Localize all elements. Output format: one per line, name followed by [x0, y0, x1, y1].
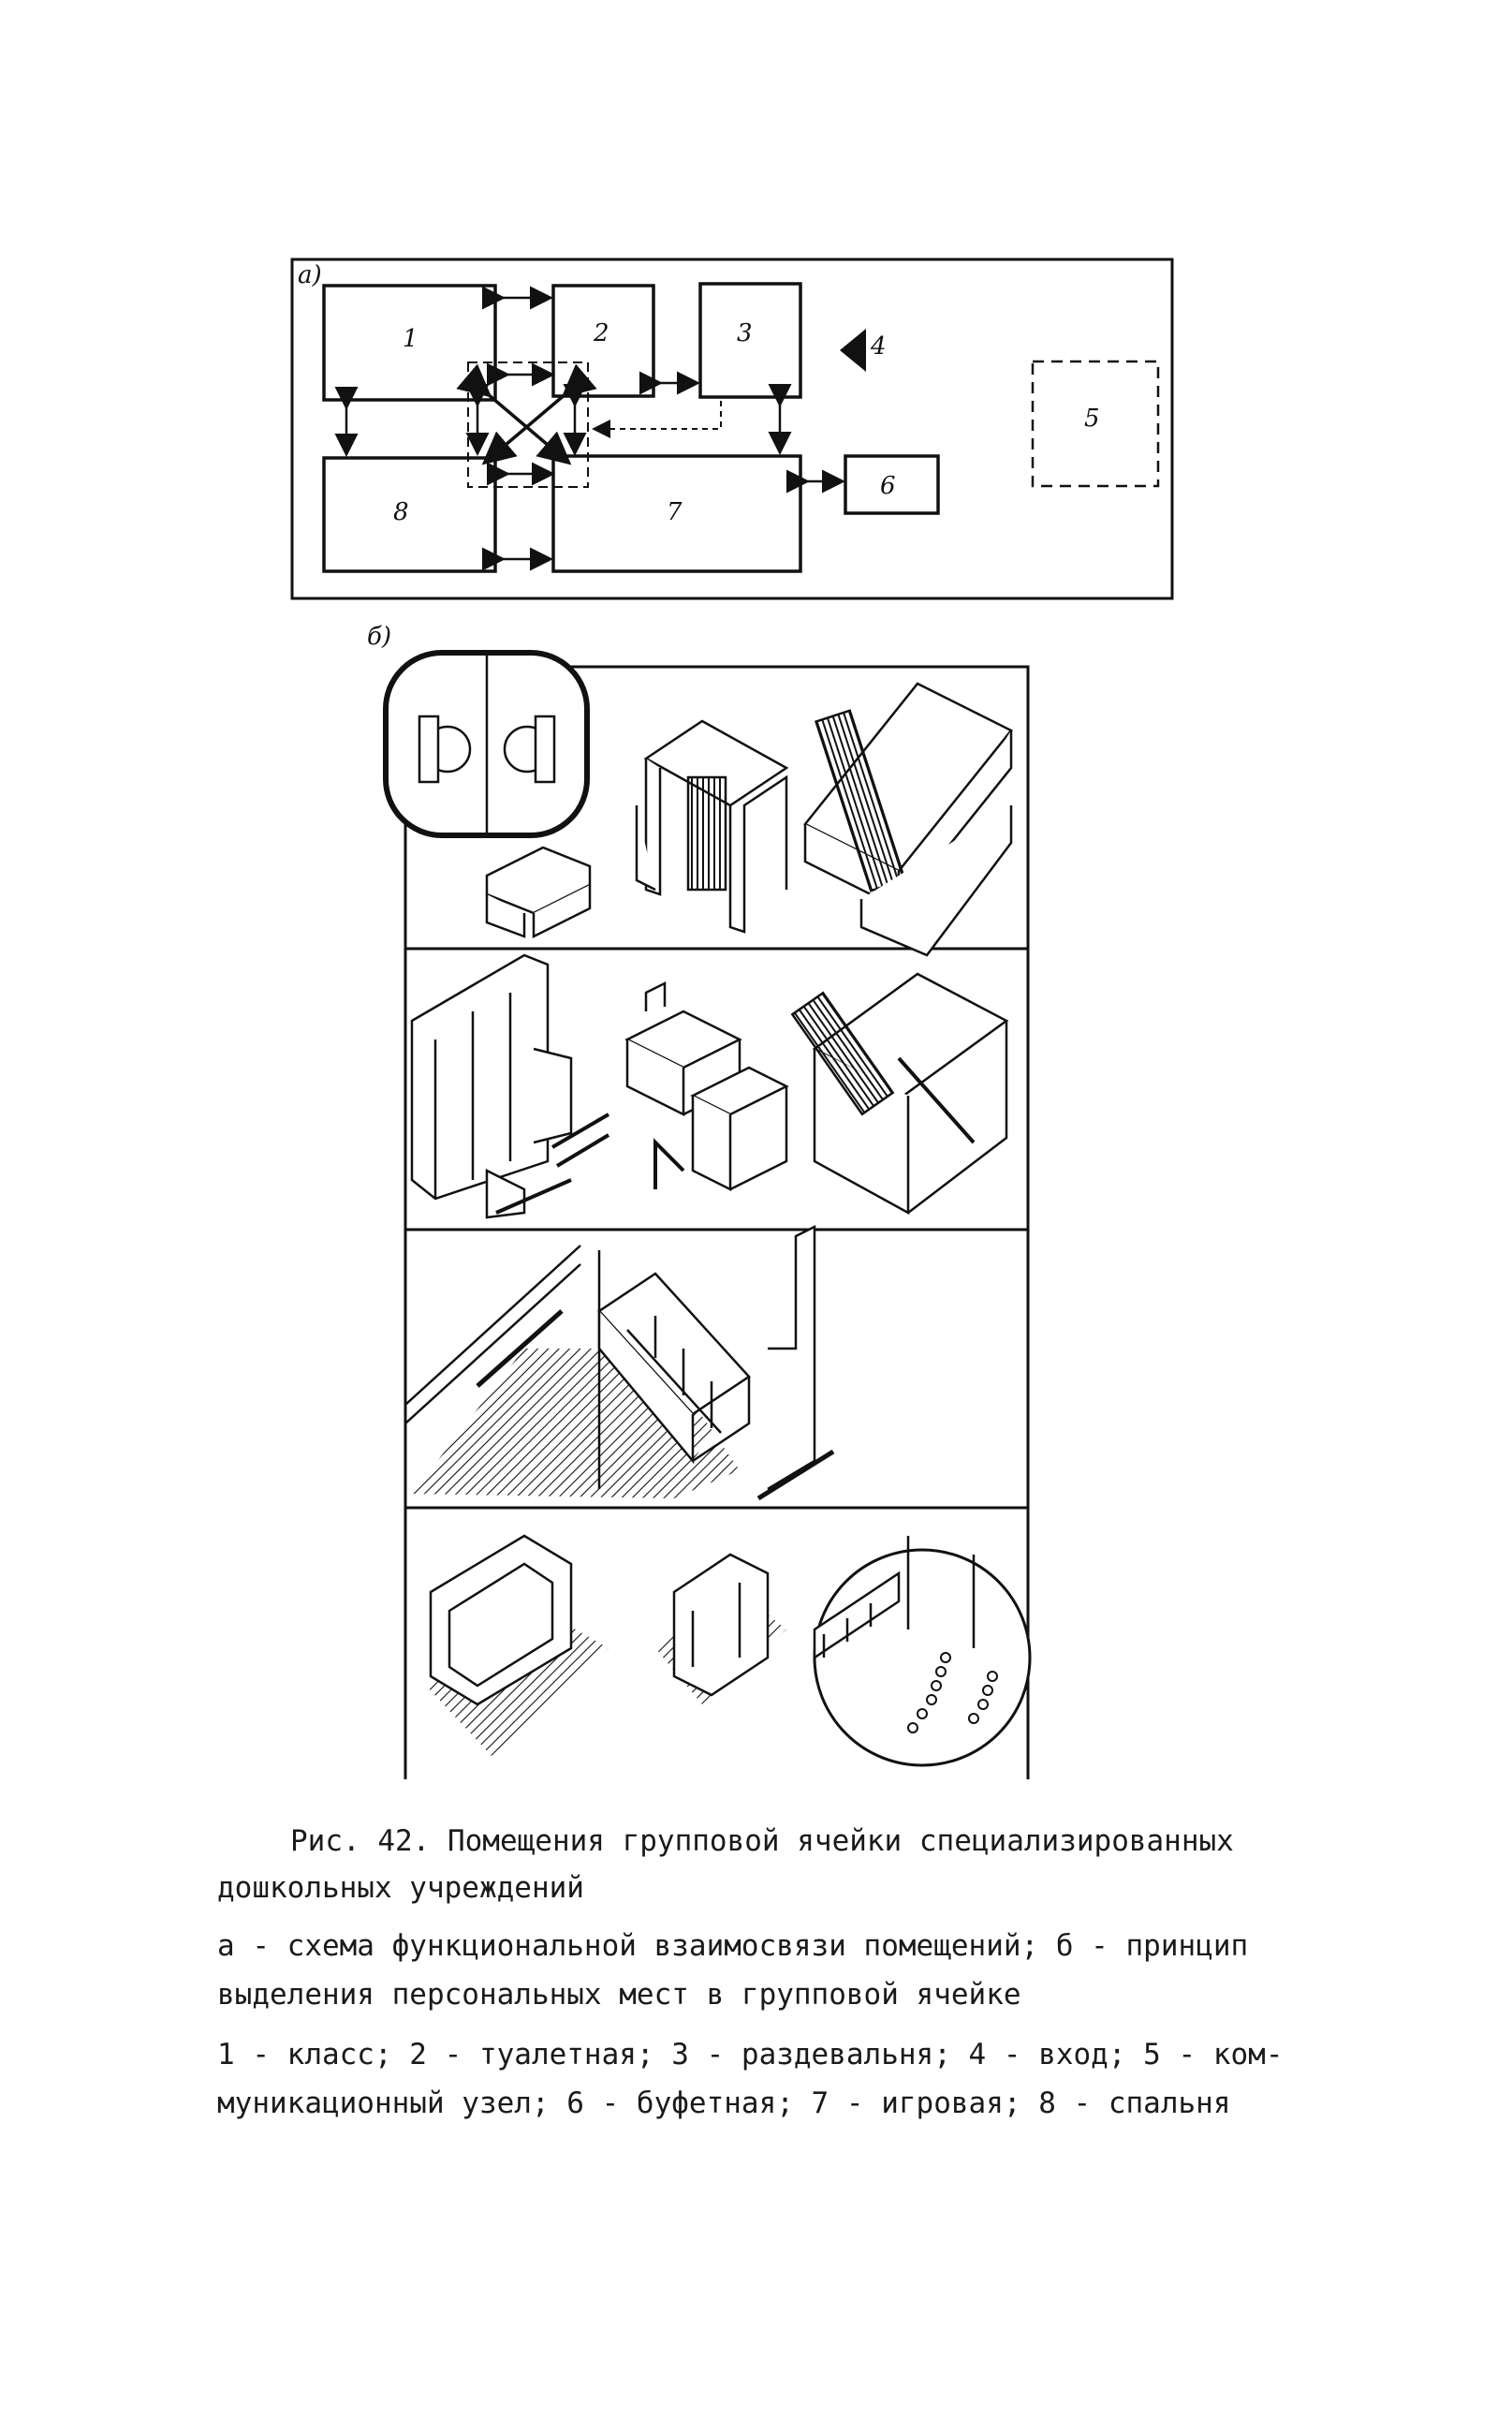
svg-text:3: 3	[737, 319, 753, 347]
svg-text:8: 8	[393, 498, 409, 526]
room-3-box: 3	[698, 282, 802, 399]
caption-legend-line-a-b: а - схема функциональной взаимосвязи пом…	[217, 1929, 1249, 1963]
connection-arrows	[334, 286, 845, 571]
personal-places-illustration: б)	[367, 623, 1032, 1779]
room-6-box: 6	[844, 454, 940, 515]
row-3-illustrations	[404, 1224, 835, 1501]
svg-text:4: 4	[870, 332, 887, 361]
diagram-a-frame	[290, 258, 1174, 600]
svg-text:2: 2	[593, 319, 609, 347]
svg-text:7: 7	[667, 498, 683, 526]
row-1-illustrations	[383, 650, 1013, 957]
caption-title-line: Рис. 42. Помещения групповой ячейки спец…	[290, 1824, 1234, 1858]
figure-b-label: б)	[367, 623, 391, 651]
caption-legend-numbers-1: 1 - класс; 2 - туалетная; 3 - раздевальн…	[217, 2038, 1284, 2072]
room-2-box: 2	[551, 284, 655, 398]
caption-title-line-2: дошкольных учреждений	[217, 1871, 584, 1905]
row-2-illustrations	[410, 953, 1009, 1219]
svg-text:5: 5	[1084, 405, 1100, 433]
svg-text:1: 1	[403, 325, 418, 353]
room-7-box: 7	[551, 454, 802, 573]
room-4-entrance: 4	[840, 329, 887, 372]
room-1-box: 1	[322, 284, 497, 402]
caption-legend-line-b-cont: выделения персональных мест в групповой …	[217, 1978, 1021, 2012]
figure-b-frame	[404, 665, 1030, 1779]
svg-text:6: 6	[880, 472, 896, 500]
row-4-illustrations	[426, 1534, 1032, 1767]
functional-scheme-diagram: а) 1 2 3 4 5 6 7 8	[290, 258, 1174, 600]
caption-legend-numbers-2: муникационный узел; 6 - буфетная; 7 - иг…	[217, 2086, 1231, 2120]
diagram-a-label: а)	[298, 261, 322, 289]
room-5-box: 5	[1031, 360, 1160, 488]
room-8-box: 8	[322, 456, 497, 573]
